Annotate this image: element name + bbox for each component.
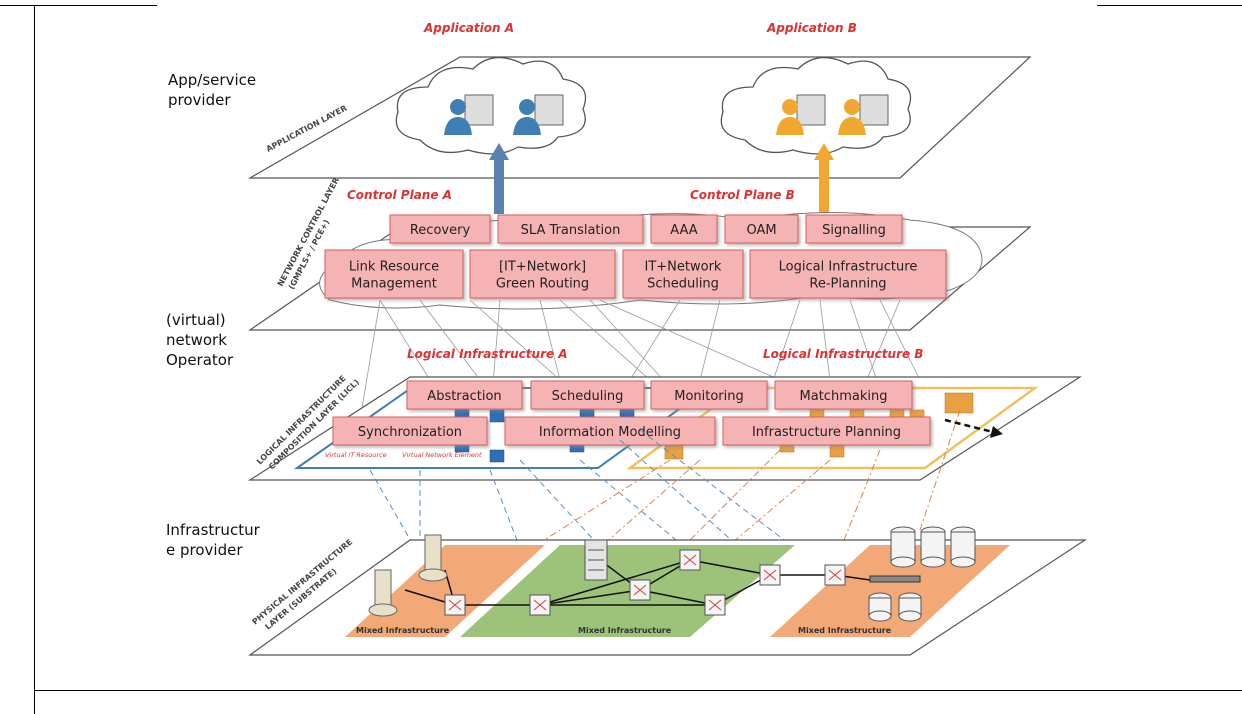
application-plane — [247, 56, 1032, 179]
licl-box-information-modelling: Information Modelling — [504, 416, 716, 446]
control-box-recovery: Recovery — [389, 214, 491, 244]
control-box--it-network-green-routing-label: [IT+Network] — [499, 260, 586, 275]
control-box--it-network-green-routing-label: Green Routing — [496, 277, 589, 292]
virtual-network-element-label: Virtual Network Element — [402, 451, 482, 459]
user-icon — [513, 94, 564, 135]
switch-bar — [869, 575, 921, 583]
server-rack-icon — [584, 539, 608, 581]
user-icon — [444, 94, 494, 135]
licl-box-matchmaking: Matchmaking — [774, 380, 913, 410]
control-box-signalling-label: Signalling — [822, 223, 886, 238]
control-box-oam-label: OAM — [746, 223, 776, 238]
control-box-signalling: Signalling — [805, 214, 903, 244]
physical-layer: PHYSICAL INFRASTRUCTURE LAYER (SUBSTRATE… — [248, 526, 1088, 656]
mixed-infra-label-left: Mixed Infrastructure — [356, 626, 450, 635]
control-boxes-row1: Recovery SLA Translation AAA OAM Signalling — [389, 214, 903, 244]
cloud-a — [395, 57, 587, 155]
arrow-up-b — [814, 143, 834, 214]
control-box-link-resource-management-label: Management — [351, 277, 437, 292]
control-box-logical-infrastructure-re-planning-label: Re-Planning — [809, 277, 886, 292]
cloud-b — [720, 57, 912, 155]
licl-box-synchronization-label: Synchronization — [358, 425, 462, 440]
licl-box-monitoring-label: Monitoring — [674, 389, 744, 404]
control-plane-b-title: Control Plane B — [690, 188, 795, 202]
user-icon — [776, 94, 826, 135]
virtual-it-resource-label: Virtual IT Resource — [325, 451, 387, 459]
router-marks — [448, 554, 842, 611]
licl-box-information-modelling-label: Information Modelling — [539, 425, 681, 440]
control-box-it-network-scheduling-label: Scheduling — [647, 277, 719, 292]
licl-box-abstraction-label: Abstraction — [427, 389, 501, 404]
licl-box-infrastructure-planning-label: Infrastructure Planning — [752, 425, 901, 440]
antenna-icons — [368, 534, 448, 617]
arrow-up-a — [489, 143, 509, 214]
top-rule-left — [0, 5, 157, 6]
user-icon — [838, 94, 889, 135]
side-label-infra-provider: Infrastructur e provider — [166, 521, 260, 559]
control-box-logical-infrastructure-re-planning-label: Logical Infrastructure — [779, 260, 918, 275]
application-b-title: Application B — [766, 21, 857, 35]
licl-box-scheduling: Scheduling — [530, 380, 645, 410]
licl-boxes-row2: Synchronization Information Modelling Infr… — [332, 416, 931, 446]
control-box-aaa: AAA — [650, 214, 718, 244]
licl-box-monitoring: Monitoring — [650, 380, 768, 410]
mid-rule — [34, 690, 1242, 691]
mixed-infra-label-right: Mixed Infrastructure — [798, 626, 892, 635]
licl-box-matchmaking-label: Matchmaking — [800, 389, 888, 404]
side-label-app-provider: App/service provider — [168, 71, 257, 109]
licl-region-b — [626, 386, 1039, 470]
control-box-aaa-label: AAA — [670, 223, 698, 238]
licl-box-infrastructure-planning: Infrastructure Planning — [722, 416, 931, 446]
licl-box-scheduling-label: Scheduling — [552, 389, 624, 404]
control-box-recovery-label: Recovery — [410, 223, 471, 238]
side-label-network-operator: (virtual) network Operator — [166, 311, 234, 369]
control-box-sla-translation-label: SLA Translation — [521, 223, 621, 238]
licl-box-synchronization: Synchronization — [332, 416, 488, 446]
licl-box-abstraction: Abstraction — [406, 380, 523, 410]
application-a-title: Application A — [423, 21, 514, 35]
logical-infra-b-title: Logical Infrastructure B — [763, 347, 923, 361]
storage-icons — [868, 526, 976, 622]
control-box--it-network-green-routing: [IT+Network] Green Routing — [469, 249, 616, 299]
logical-infra-a-title: Logical Infrastructure A — [407, 347, 568, 361]
control-box-it-network-scheduling-label: IT+Network — [645, 260, 722, 275]
left-rule — [34, 5, 35, 714]
top-rule-right — [1097, 5, 1242, 6]
control-box-link-resource-management-label: Link Resource — [349, 260, 439, 275]
licl-boxes-row1: Abstraction Scheduling Monitoring Matchmaki… — [406, 380, 913, 410]
zone-left — [345, 545, 545, 637]
zone-right — [770, 545, 1010, 637]
dashed-arrow — [944, 418, 994, 434]
control-box-sla-translation: SLA Translation — [497, 214, 644, 244]
mixed-infra-label-middle: Mixed Infrastructure — [578, 626, 672, 635]
control-box-oam: OAM — [724, 214, 799, 244]
application-layer: APPLICATION LAYER — [247, 56, 1032, 179]
control-plane-a-title: Control Plane A — [347, 188, 452, 202]
